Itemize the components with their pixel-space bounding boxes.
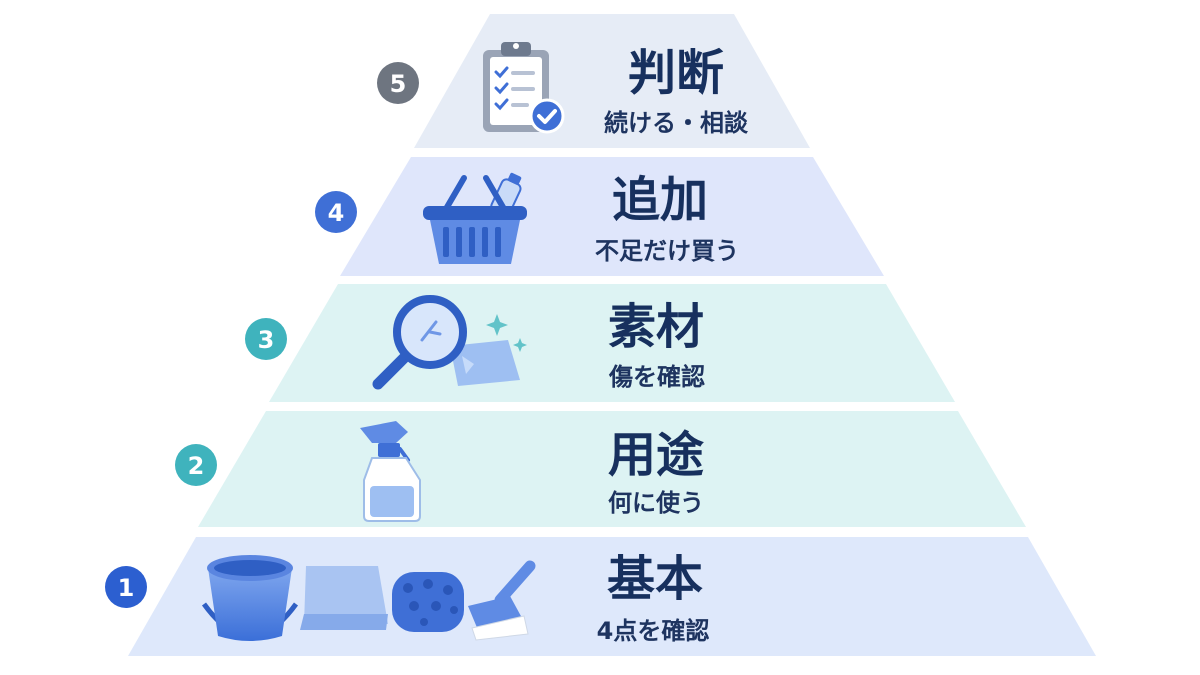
pyramid-tier-5: 5 判断 続ける・相談 (377, 14, 810, 148)
tier-2-title: 用途 (608, 427, 704, 483)
tier-2-badge-number: 2 (188, 452, 205, 480)
tier-1-badge-number: 1 (118, 574, 135, 602)
magnifier-icon (372, 295, 527, 390)
pyramid-tier-1: 1 基本 4点を確認 (105, 537, 1096, 656)
tier-4-subtitle: 不足だけ買う (595, 237, 739, 265)
tier-2-subtitle: 何に使う (608, 489, 704, 517)
clipboard-check-icon (483, 42, 565, 134)
tier-2-badge (175, 444, 217, 486)
tier-3-badge-number: 3 (258, 326, 275, 354)
shopping-basket-icon (423, 172, 527, 264)
tier-3-badge (245, 318, 287, 360)
pyramid-tier-2: 2 用途 何に使う (175, 411, 1026, 527)
pyramid-tier-3: 3 素材 傷を確認 (245, 284, 955, 402)
tier-5-badge-number: 5 (390, 70, 407, 98)
tier-5-title: 判断 (628, 45, 724, 101)
tier-3-title: 素材 (608, 299, 704, 355)
tier-3-subtitle: 傷を確認 (608, 363, 705, 391)
tier-5-subtitle: 続ける・相談 (604, 109, 749, 137)
tier-1-badge (105, 566, 147, 608)
spray-bottle-icon (360, 421, 421, 522)
tier-4-title: 追加 (612, 172, 708, 228)
tier-5-badge (377, 62, 419, 104)
tier-4-badge-number: 4 (328, 199, 345, 227)
tier-4-badge (315, 191, 357, 233)
cleaning-tools-icon (201, 555, 536, 641)
tier-1-title: 基本 (607, 551, 703, 607)
pyramid-tier-4: 4 追加 不足だけ買う (315, 157, 884, 276)
tier-1-subtitle: 4点を確認 (597, 617, 710, 645)
